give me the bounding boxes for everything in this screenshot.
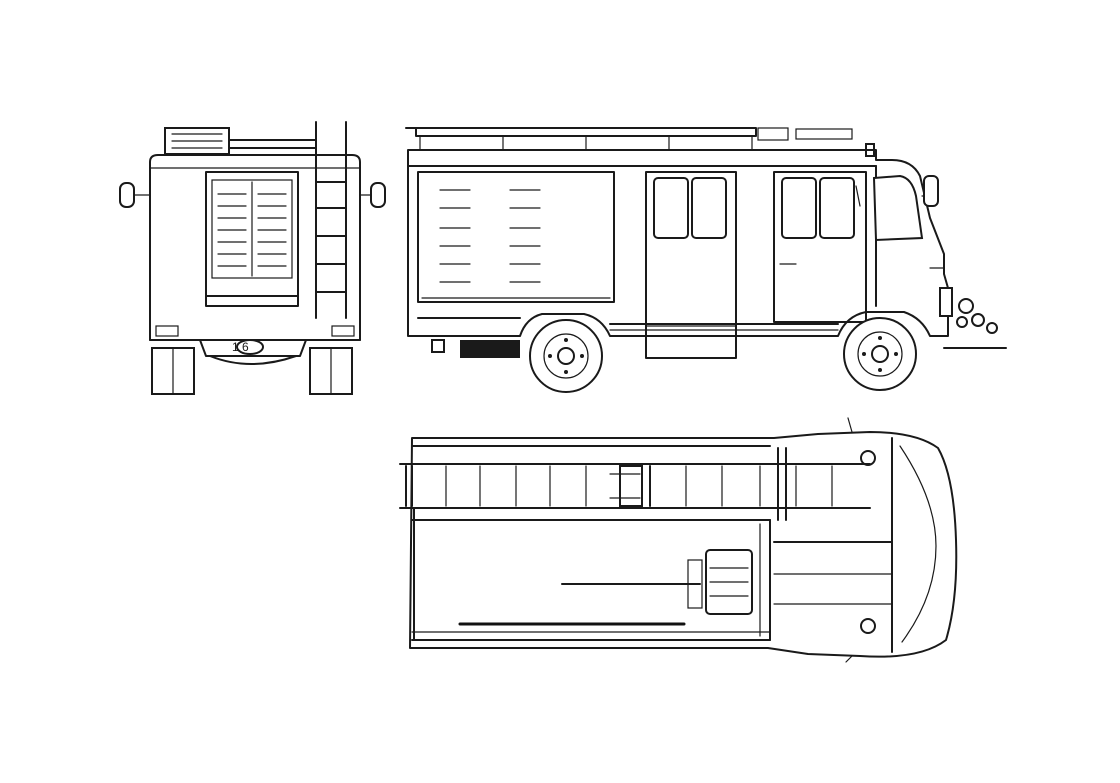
cab-window-right bbox=[819, 177, 855, 239]
front-pump bbox=[943, 298, 1007, 349]
top-roof-ladder bbox=[399, 447, 871, 521]
rear-axle-cover bbox=[209, 355, 297, 365]
side-shutter bbox=[417, 171, 615, 303]
top-beacon-right bbox=[860, 618, 876, 634]
crew-door bbox=[645, 171, 737, 359]
side-roof-ladder bbox=[415, 127, 757, 137]
top-beacon-left bbox=[860, 450, 876, 466]
right-mirror bbox=[370, 182, 386, 208]
crew-window-left bbox=[653, 177, 689, 239]
side-shutter-slats bbox=[439, 189, 541, 283]
tow-hitch bbox=[236, 339, 264, 355]
windshield bbox=[872, 174, 924, 242]
rear-shutter-slats bbox=[217, 193, 287, 267]
rear-view: 1 6 bbox=[119, 121, 386, 395]
crew-window-right bbox=[691, 177, 727, 239]
side-underbody bbox=[460, 340, 520, 358]
rear-plate-text: 1 6 bbox=[232, 340, 249, 354]
cab-window-left bbox=[781, 177, 817, 239]
top-body-outline bbox=[409, 431, 958, 658]
ladder-bracket bbox=[619, 465, 643, 507]
rear-shutter bbox=[205, 171, 299, 307]
side-rear-wheel bbox=[529, 319, 603, 393]
rear-body-outline bbox=[149, 154, 361, 341]
top-view bbox=[399, 417, 958, 663]
side-front-wheel bbox=[843, 317, 917, 391]
headlight bbox=[939, 287, 953, 317]
side-mirror bbox=[923, 175, 939, 207]
cab-door bbox=[773, 171, 867, 323]
side-body-outline bbox=[407, 149, 949, 337]
rear-ladder bbox=[315, 159, 347, 319]
left-mirror bbox=[119, 182, 135, 208]
side-view bbox=[405, 127, 1007, 393]
